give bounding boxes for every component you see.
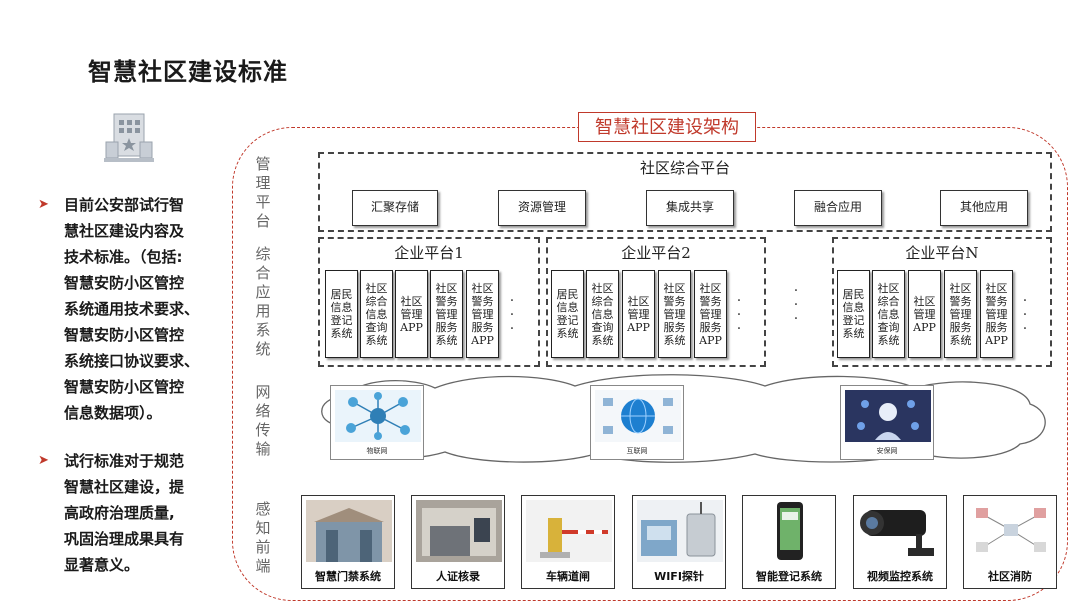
- bullet-text: 技术标准。（包括:: [64, 248, 183, 266]
- device-card: 社区消防: [963, 495, 1057, 589]
- system-column: 社区 警务 管理 服务 APP: [466, 270, 499, 358]
- network-card-internet: 互联网: [590, 385, 684, 460]
- system-column: 社区 综合 信息 查询 系统: [586, 270, 619, 358]
- device-label: 视频监控系统: [867, 570, 933, 583]
- service-box: 资源管理: [498, 190, 586, 226]
- layer-label-sensing: 感知 前端: [255, 500, 271, 575]
- community-platform-title: 社区综合平台: [639, 159, 730, 177]
- network-card-security: 安保网: [840, 385, 934, 460]
- system-column: 居民 信息 登记 系统: [325, 270, 358, 358]
- bullet-text: 智慧安防小区管控: [64, 378, 185, 396]
- bullet-text: 慧社区建设内容及: [64, 222, 185, 240]
- bullet-text: 高政府治理质量,: [64, 504, 175, 522]
- device-label: WIFI探针: [654, 570, 704, 583]
- system-column: 社区 警务 管理 服务 APP: [980, 270, 1013, 358]
- enterprise-platform-n: 企业平台N: [832, 237, 1052, 367]
- enterprise-platform-title: 企业平台1: [394, 244, 464, 262]
- device-card: 智慧门禁系统: [301, 495, 395, 589]
- enterprise-platform-title: 企业平台N: [905, 244, 979, 262]
- system-column: 社区 管理 APP: [622, 270, 655, 358]
- system-column: 社区 警务 管理 服务 系统: [944, 270, 977, 358]
- system-column: 居民 信息 登记 系统: [837, 270, 870, 358]
- community-platform-box: 社区综合平台: [318, 152, 1052, 232]
- device-card: WIFI探针: [632, 495, 726, 589]
- system-column: 社区 综合 信息 查询 系统: [360, 270, 393, 358]
- service-box: 集成共享: [646, 190, 734, 226]
- service-box: 融合应用: [794, 190, 882, 226]
- enterprise-platform-2: 企业平台2: [546, 237, 766, 367]
- enterprise-platform-title: 企业平台2: [621, 244, 691, 262]
- ellipsis-dots: ···: [736, 293, 742, 337]
- building-icon: [104, 113, 154, 162]
- network-card-iot: 物联网: [330, 385, 424, 460]
- network-label: 安保网: [876, 447, 898, 455]
- iot-network-icon: [335, 390, 421, 442]
- device-card: 人证核录: [411, 495, 505, 589]
- system-column: 社区 警务 管理 服务 APP: [694, 270, 727, 358]
- enterprise-platform-1: 企业平台1: [318, 237, 540, 367]
- device-card: 车辆道闸: [521, 495, 615, 589]
- vehicle-barrier-image: [526, 500, 612, 562]
- cctv-camera-image: [858, 500, 944, 562]
- layer-label-network: 网络 传输: [255, 383, 271, 458]
- bullet-text: 试行标准对于规范: [64, 452, 185, 470]
- bullet-text: 系统接口协议要求、: [64, 352, 200, 370]
- layer-label-application: 综合 应用 系统: [255, 245, 271, 358]
- device-card: 视频监控系统: [853, 495, 947, 589]
- ellipsis-dots: ···: [1022, 293, 1028, 337]
- ellipsis-dots: ···: [509, 293, 515, 337]
- bullet-text: 信息数据项）。: [64, 404, 162, 422]
- ellipsis-dots: ···: [793, 283, 799, 327]
- wifi-probe-image: [637, 500, 723, 562]
- service-box: 其他应用: [940, 190, 1028, 226]
- architecture-title: 智慧社区建设架构: [578, 112, 756, 142]
- network-label: 物联网: [366, 447, 388, 455]
- layer-label-management: 管理 平台: [255, 155, 271, 230]
- device-label: 智能登记系统: [756, 570, 822, 583]
- system-column: 社区 管理 APP: [395, 270, 428, 358]
- access-gate-image: [306, 500, 392, 562]
- bullet-text: 智慧社区建设，提: [64, 478, 185, 496]
- device-label: 社区消防: [988, 570, 1032, 583]
- system-column: 社区 管理 APP: [908, 270, 941, 358]
- security-network-icon: [845, 390, 931, 442]
- globe-icon: [595, 390, 681, 442]
- bullet-text: 智慧安防小区管控: [64, 274, 185, 292]
- service-box: 汇聚存储: [352, 190, 438, 226]
- bullet-text: 系统通用技术要求、: [64, 300, 200, 318]
- system-column: 居民 信息 登记 系统: [551, 270, 584, 358]
- system-column: 社区 警务 管理 服务 系统: [658, 270, 691, 358]
- bullet-text: 目前公安部试行智: [64, 196, 185, 214]
- id-verification-image: [416, 500, 502, 562]
- system-column: 社区 综合 信息 查询 系统: [872, 270, 905, 358]
- bullet-1: ➤ 目前公安部试行智 慧社区建设内容及 技术标准。（包括: 智慧安防小区管控 系…: [38, 192, 208, 426]
- bullet-text: 巩固治理成果具有: [64, 530, 185, 548]
- arrow-icon: ➤: [38, 453, 49, 468]
- bullet-2: ➤ 试行标准对于规范 智慧社区建设，提 高政府治理质量, 巩固治理成果具有 显著…: [38, 448, 208, 578]
- system-column: 社区 警务 管理 服务 系统: [430, 270, 463, 358]
- fire-system-diagram-image: [968, 500, 1054, 562]
- arrow-icon: ➤: [38, 197, 49, 212]
- bullet-text: 显著意义。: [64, 556, 140, 574]
- device-card: 智能登记系统: [742, 495, 836, 589]
- device-label: 智慧门禁系统: [315, 570, 381, 583]
- page-title: 智慧社区建设标准: [88, 58, 288, 86]
- smart-registration-image: [747, 500, 833, 562]
- device-label: 人证核录: [436, 570, 480, 583]
- network-label: 互联网: [626, 447, 648, 455]
- bullet-text: 智慧安防小区管控: [64, 326, 185, 344]
- device-label: 车辆道闸: [546, 570, 590, 583]
